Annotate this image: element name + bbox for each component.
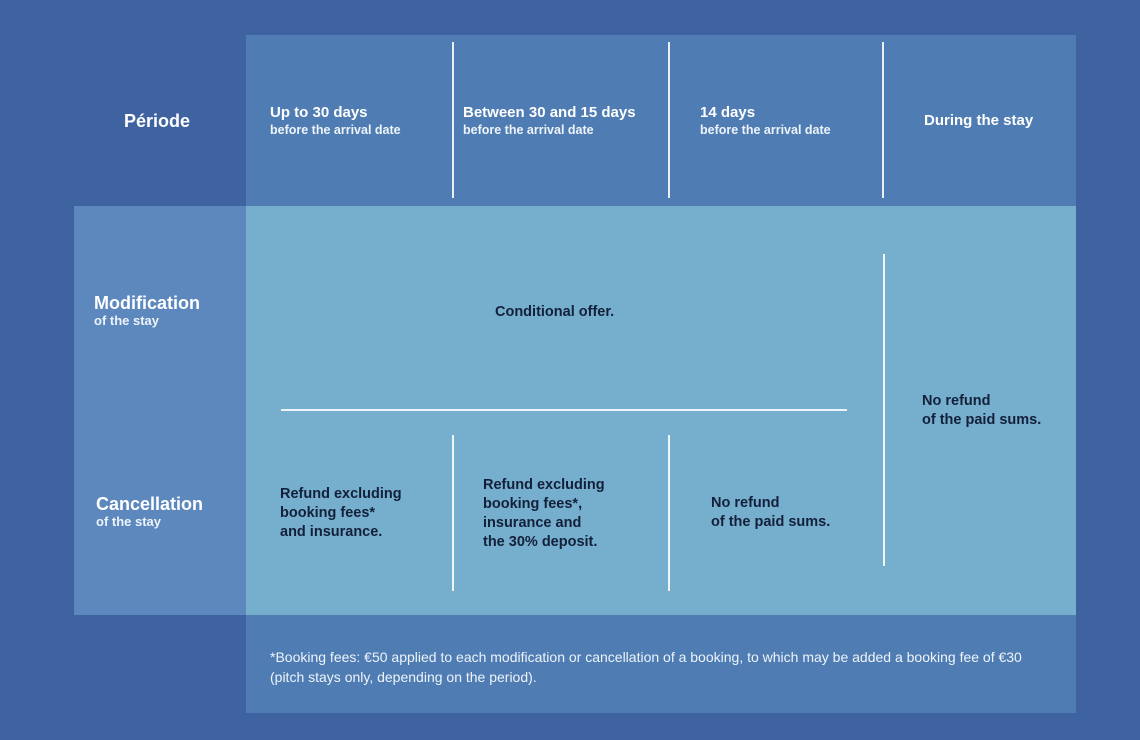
header-col-30-to-15: Between 30 and 15 days before the arriva… xyxy=(463,104,636,138)
cell-divider xyxy=(668,435,670,591)
header-row xyxy=(246,35,1076,206)
header-col-subtitle: before the arrival date xyxy=(700,123,831,137)
cell-line: and insurance. xyxy=(280,524,383,540)
header-col-subtitle: before the arrival date xyxy=(270,123,401,137)
footnote-spacer xyxy=(74,615,246,713)
footnote-panel xyxy=(246,615,1076,713)
booking-fees-footnote: *Booking fees: €50 applied to each modif… xyxy=(270,649,1022,685)
period-label: Période xyxy=(124,111,191,131)
cell-line: No refund xyxy=(922,393,991,409)
cell-line: booking fees*, xyxy=(483,496,583,512)
header-col-title: 14 days xyxy=(700,104,756,121)
conditional-offer-text: Conditional offer. xyxy=(495,304,615,320)
header-col-14-days: 14 days before the arrival date xyxy=(700,104,831,138)
header-col-title: Between 30 and 15 days xyxy=(463,104,636,121)
cell-divider xyxy=(452,435,454,591)
header-col-during-stay: During the stay xyxy=(924,112,1034,129)
header-divider xyxy=(668,42,670,198)
header-divider xyxy=(882,42,884,198)
row-label-cancellation: Cancellation of the stay xyxy=(96,494,203,530)
header-col-up-to-30: Up to 30 days before the arrival date xyxy=(270,104,401,138)
row-subtitle: of the stay xyxy=(94,313,160,328)
cell-line: of the paid sums. xyxy=(922,412,1042,428)
cell-line: insurance and xyxy=(483,515,582,531)
row-title: Cancellation xyxy=(96,494,204,514)
cell-line: No refund xyxy=(711,495,780,511)
period-label-cell xyxy=(74,35,246,206)
during-stay-divider xyxy=(883,254,885,566)
row-divider xyxy=(281,409,847,411)
row-label-column xyxy=(74,206,246,615)
header-col-subtitle: before the arrival date xyxy=(463,123,594,137)
cancellation-cell-up-to-30: Refund excluding booking fees* and insur… xyxy=(280,485,402,542)
row-subtitle: of the stay xyxy=(96,514,162,529)
cell-line: Refund excluding xyxy=(280,486,402,502)
header-divider xyxy=(452,42,454,198)
row-label-modification: Modification of the stay xyxy=(94,293,200,329)
cancellation-cell-14-days: No refund of the paid sums. xyxy=(711,494,830,532)
row-title: Modification xyxy=(94,293,200,313)
cell-line: the 30% deposit. xyxy=(483,534,598,550)
cancellation-cell-30-to-15: Refund excluding booking fees*, insuranc… xyxy=(483,476,605,552)
header-col-title: Up to 30 days xyxy=(270,104,368,121)
cell-line: booking fees* xyxy=(280,505,376,521)
cell-line: Refund excluding xyxy=(483,477,605,493)
during-stay-cell: No refund of the paid sums. xyxy=(922,392,1041,430)
cell-line: of the paid sums. xyxy=(711,514,831,530)
table-body xyxy=(246,206,1076,615)
